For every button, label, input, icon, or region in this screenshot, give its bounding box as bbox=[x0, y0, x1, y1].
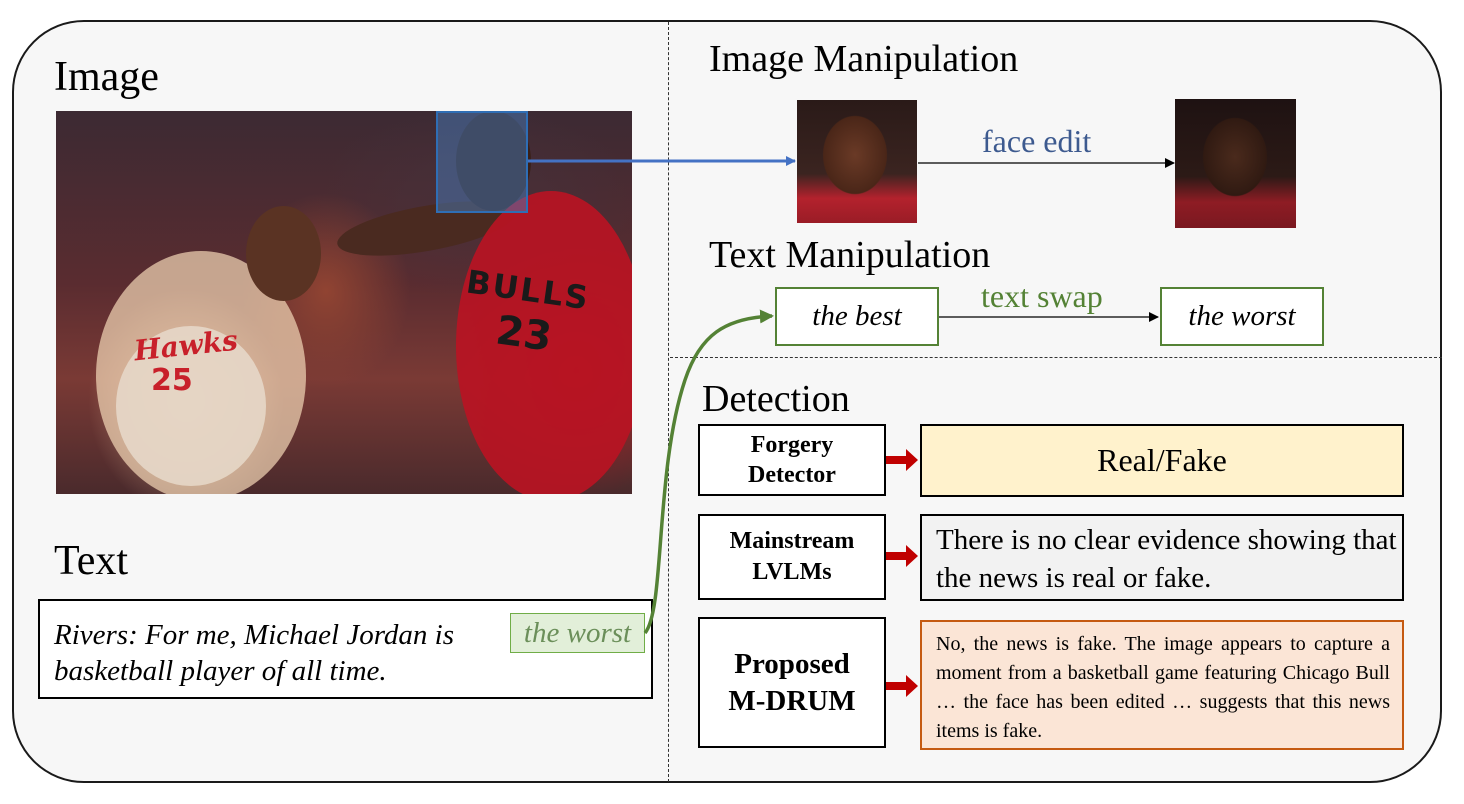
jersey-left-number: 25 bbox=[151, 363, 193, 398]
image-manipulation-heading: Image Manipulation bbox=[709, 38, 1019, 80]
lvlm-result: There is no clear evidence showing that … bbox=[920, 514, 1404, 601]
news-photo: BULLS 23 Hawks 25 bbox=[56, 111, 632, 494]
text-heading: Text bbox=[54, 538, 129, 584]
swapped-phrase-box: the worst bbox=[1160, 287, 1324, 346]
red-arrow-mdrum bbox=[886, 675, 918, 697]
original-phrase-box: the best bbox=[775, 287, 939, 346]
face-edit-label: face edit bbox=[982, 123, 1092, 159]
photo-head-left bbox=[246, 206, 321, 301]
photo-player-right bbox=[456, 191, 632, 494]
red-arrow-lvlm bbox=[886, 545, 918, 567]
text-to-phrase-arrow bbox=[643, 309, 774, 635]
photo-head-right bbox=[456, 111, 531, 211]
text-line-1: Rivers: For me, Michael Jordan is bbox=[54, 619, 454, 651]
text-line-2: basketball player of all time. bbox=[54, 655, 387, 687]
text-manipulation-heading: Text Manipulation bbox=[709, 234, 991, 276]
highlighted-phrase: the worst bbox=[510, 613, 645, 653]
edited-face-thumbnail bbox=[1175, 99, 1296, 228]
red-arrows bbox=[886, 449, 918, 697]
text-swap-label: text swap bbox=[981, 278, 1103, 314]
photo-jersey-left bbox=[116, 326, 266, 486]
detection-heading: Detection bbox=[702, 378, 850, 420]
image-heading: Image bbox=[54, 54, 159, 100]
face-highlight-box bbox=[436, 111, 528, 213]
red-arrow-forgery bbox=[886, 449, 918, 471]
vertical-divider bbox=[668, 22, 669, 782]
horizontal-divider bbox=[670, 357, 1442, 358]
original-face-thumbnail bbox=[797, 100, 917, 223]
real-fake-result: Real/Fake bbox=[920, 424, 1404, 497]
mdrum-result: No, the news is fake. The image appears … bbox=[920, 620, 1404, 750]
news-text-panel: Rivers: For me, Michael Jordan is the wo… bbox=[38, 599, 653, 699]
